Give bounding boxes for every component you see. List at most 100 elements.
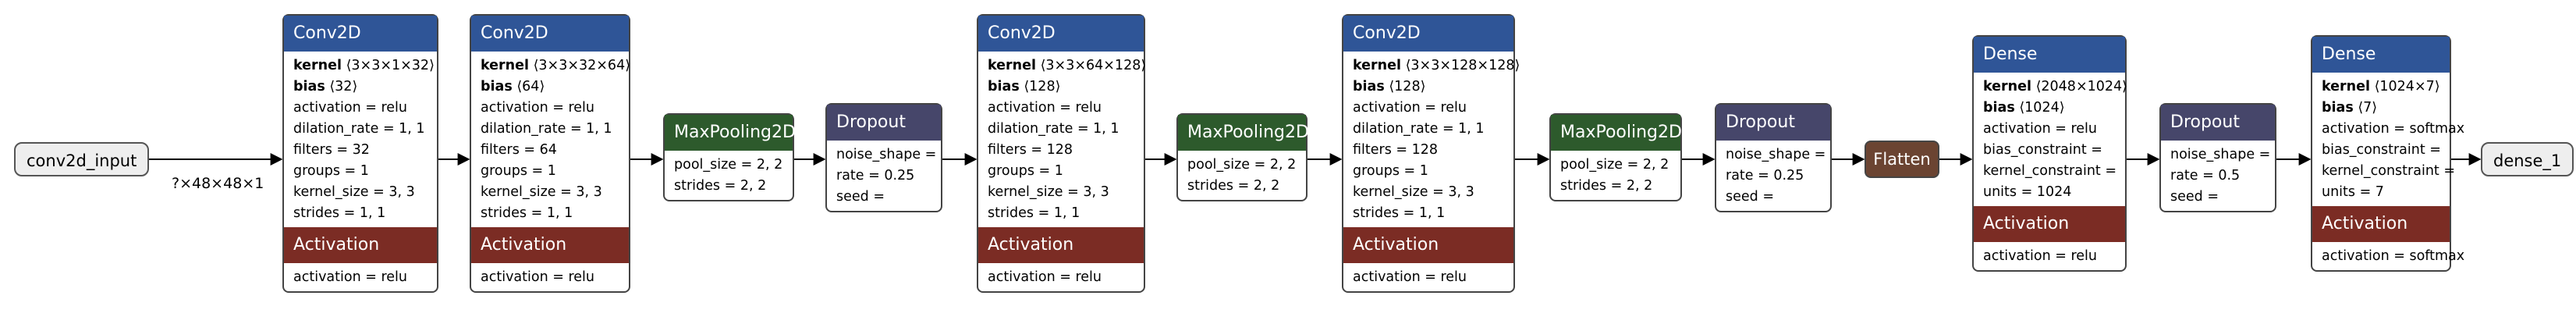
param-value: ⟨3×3×64×128⟩	[1040, 58, 1147, 73]
param-key: bias	[1353, 79, 1385, 94]
attribute-row: strides = 1, 1	[481, 205, 573, 221]
input-node[interactable]: conv2d_input	[14, 142, 150, 176]
bias-param-row: bias ⟨1024⟩	[1983, 98, 2116, 119]
attribute-row: dilation_rate = 1, 1	[481, 121, 612, 137]
attribute-row: pool_size = 2, 2	[1560, 157, 1669, 173]
node-attributes: kernel ⟨1024×7⟩bias ⟨7⟩activation = soft…	[2312, 73, 2464, 206]
activation-attributes: activation = relu	[1974, 242, 2125, 270]
attribute-row: seed =	[1726, 189, 1774, 205]
node-attributes: kernel ⟨3×3×64×128⟩bias ⟨128⟩activation …	[978, 52, 1146, 227]
activation-attribute-row: activation = relu	[293, 269, 407, 285]
node-title: Dense	[2312, 37, 2450, 73]
activation-attributes: activation = relu	[284, 263, 437, 291]
node-title: Conv2D	[471, 16, 629, 52]
attribute-row: rate = 0.25	[1726, 168, 1804, 183]
kernel-param-row: kernel ⟨3×3×64×128⟩	[988, 55, 1146, 77]
param-value: ⟨3×3×128×128⟩	[1405, 58, 1520, 73]
attribute-row: strides = 1, 1	[988, 205, 1080, 221]
attribute-row: kernel_size = 3, 3	[293, 184, 415, 200]
kernel-param-row: kernel ⟨3×3×32×64⟩	[481, 55, 630, 77]
conv2d-node-7[interactable]: Conv2D kernel ⟨3×3×128×128⟩ bias ⟨128⟩ acti…	[1342, 14, 1520, 293]
param-value: ⟨64⟩	[516, 79, 545, 94]
node-attributes: pool_size = 2, 2 strides = 2, 2	[1178, 151, 1306, 200]
node-attributes: pool_size = 2, 2 strides = 2, 2	[1551, 151, 1680, 200]
attribute-row: activation = relu	[988, 100, 1102, 116]
attribute-row: strides = 1, 1	[293, 205, 386, 221]
activation-attributes: activation = softmax	[2312, 242, 2464, 270]
attribute-row: pool_size = 2, 2	[1187, 157, 1297, 173]
activation-attributes: activation = relu	[978, 263, 1144, 291]
attribute-row: noise_shape =	[2170, 147, 2271, 162]
bias-param-row: bias ⟨7⟩	[2322, 98, 2440, 119]
attribute-row: dilation_rate = 1, 1	[988, 121, 1119, 137]
node-title: Conv2D	[978, 16, 1144, 52]
attribute-row: activation = relu	[1983, 121, 2097, 137]
param-value: ⟨1024×7⟩	[2374, 79, 2440, 94]
bias-param-row: bias ⟨32⟩	[293, 77, 428, 98]
attribute-row: kernel_size = 3, 3	[481, 184, 602, 200]
activation-header: Activation	[1343, 227, 1513, 263]
node-attributes: kernel ⟨3×3×1×32⟩bias ⟨32⟩activation = r…	[284, 52, 437, 227]
attribute-row: groups = 1	[293, 163, 369, 179]
param-key: kernel	[1353, 58, 1401, 73]
attribute-row: kernel_constraint =	[1983, 163, 2117, 179]
node-title: Conv2D	[1343, 16, 1513, 52]
param-key: kernel	[481, 58, 529, 73]
activation-header: Activation	[284, 227, 437, 263]
param-key: kernel	[1983, 79, 2031, 94]
attribute-row: strides = 2, 2	[674, 178, 767, 194]
attribute-row: filters = 128	[1353, 142, 1439, 158]
bias-param-row: bias ⟨128⟩	[988, 77, 1134, 98]
param-value: ⟨1024⟩	[2019, 100, 2065, 116]
param-key: kernel	[2322, 79, 2370, 94]
attribute-row: kernel_constraint =	[2322, 163, 2455, 179]
param-value: ⟨3×3×32×64⟩	[533, 58, 631, 73]
kernel-param-row: kernel ⟨1024×7⟩	[2322, 77, 2440, 98]
attribute-row: rate = 0.25	[836, 168, 915, 183]
attribute-row: activation = relu	[1353, 100, 1467, 116]
param-value: ⟨128⟩	[1389, 79, 1426, 94]
flatten-node[interactable]: Flatten	[1865, 141, 1939, 178]
bias-param-row: bias ⟨64⟩	[481, 77, 619, 98]
param-key: bias	[2322, 100, 2354, 116]
node-title: Conv2D	[284, 16, 437, 52]
input-shape-label: ?×48×48×1	[172, 175, 264, 192]
attribute-row: activation = relu	[293, 100, 407, 116]
attribute-row: kernel_size = 3, 3	[988, 184, 1109, 200]
attribute-row: filters = 128	[988, 142, 1073, 158]
attribute-row: strides = 2, 2	[1560, 178, 1653, 194]
activation-attribute-row: activation = relu	[481, 269, 594, 285]
attribute-row: dilation_rate = 1, 1	[1353, 121, 1485, 137]
node-attributes: kernel ⟨2048×1024⟩bias ⟨1024⟩ activation …	[1974, 73, 2127, 206]
param-key: bias	[293, 79, 325, 94]
activation-header: Activation	[1974, 206, 2125, 242]
attribute-row: units = 1024	[1983, 184, 2072, 200]
param-key: kernel	[988, 58, 1036, 73]
output-node[interactable]: dense_1	[2481, 142, 2574, 176]
node-title: Dropout	[1716, 105, 1830, 141]
attribute-row: dilation_rate = 1, 1	[293, 121, 425, 137]
param-value: ⟨3×3×1×32⟩	[346, 58, 435, 73]
kernel-param-row: kernel ⟨2048×1024⟩	[1983, 77, 2127, 98]
attribute-row: strides = 2, 2	[1187, 178, 1280, 194]
attribute-row: groups = 1	[481, 163, 556, 179]
attribute-row: bias_constraint =	[2322, 142, 2441, 158]
attribute-row: bias_constraint =	[1983, 142, 2102, 158]
attribute-row: kernel_size = 3, 3	[1353, 184, 1474, 200]
param-key: bias	[988, 79, 1020, 94]
param-key: bias	[481, 79, 513, 94]
